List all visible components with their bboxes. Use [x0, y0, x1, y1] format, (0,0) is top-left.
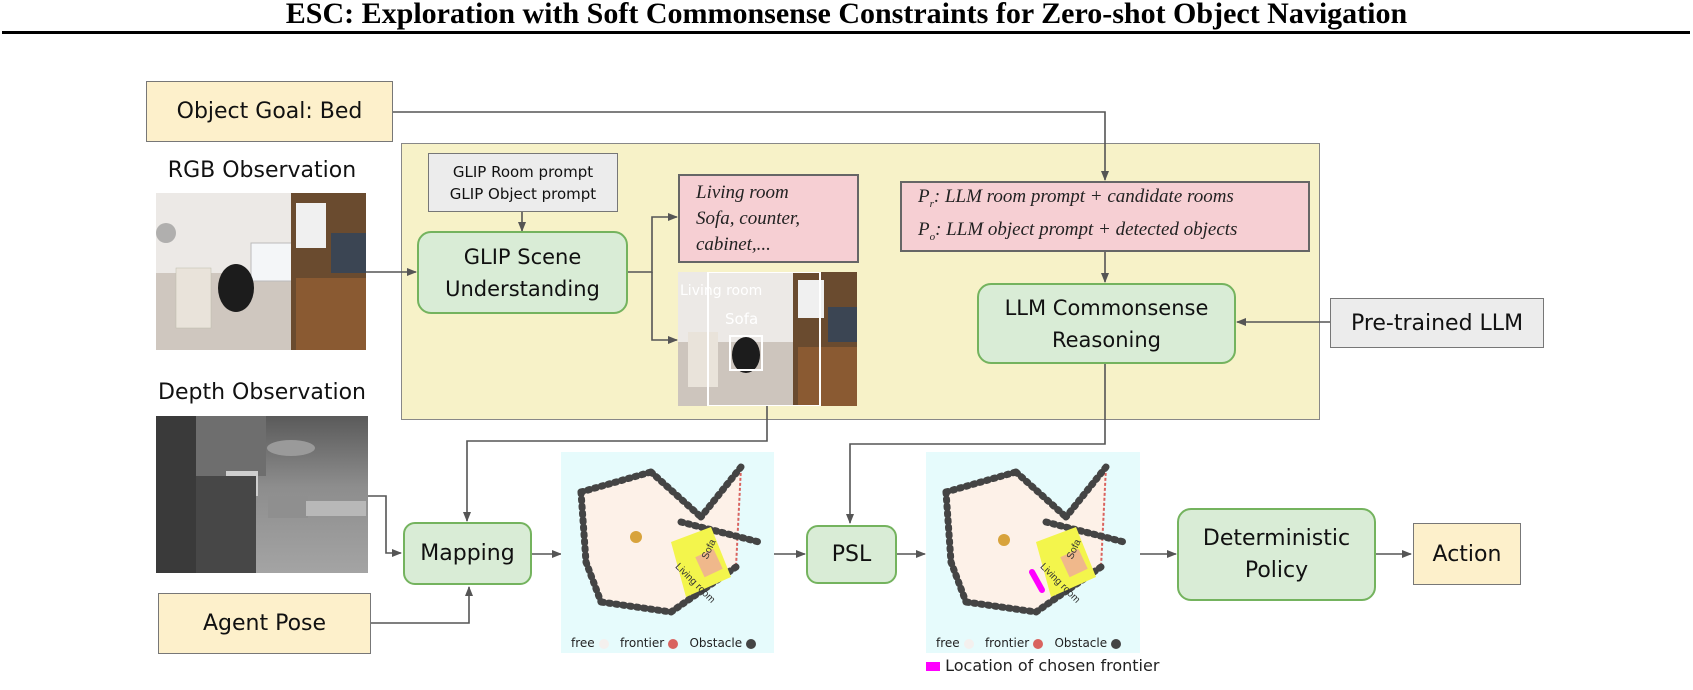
glip-scene-understanding-box: GLIP Scene Understanding: [417, 231, 628, 314]
arrow-glip-to-detections: [628, 213, 678, 273]
semantic-map-image: Sofa Living room free frontier Obstacle: [561, 452, 774, 653]
legend-obstacle-label: Obstacle: [689, 636, 743, 650]
agent-pose-label: Agent Pose: [202, 611, 327, 636]
object-goal-box: Object Goal: Bed: [146, 81, 393, 142]
pretrained-llm-label: Pre-trained LLM: [1350, 310, 1524, 336]
overlay-object-label: Sofa: [725, 310, 759, 328]
object-goal-label: Object Goal: Bed: [176, 99, 363, 124]
policy-line2: Policy: [1244, 557, 1309, 583]
chosen-frontier-swatch: [926, 662, 940, 671]
overlay-room-label: Living room: [680, 283, 763, 299]
frontier-swatch: [667, 638, 678, 649]
arrow-depth-to-mapping: [368, 495, 402, 557]
glip-detection-image: Living room Sofa: [678, 272, 857, 406]
map-legend: free frontier Obstacle: [571, 636, 756, 650]
glip-object-prompt: GLIP Object prompt: [449, 184, 597, 203]
arrow-glip-to-overlay: [651, 272, 678, 344]
llm-object-prompt: Po: LLM object prompt + detected objects: [918, 218, 1238, 243]
arrow-reasoning-to-psl: [846, 364, 1106, 524]
map-legend: free frontier Obstacle: [936, 636, 1121, 650]
deterministic-policy-box: Deterministic Policy: [1177, 508, 1376, 601]
policy-line1: Deterministic: [1202, 525, 1351, 551]
legend-frontier-label: frontier: [984, 636, 1030, 650]
llm-reasoning-line2: Reasoning: [1051, 327, 1161, 352]
agent-pose-box: Agent Pose: [158, 593, 371, 654]
detected-room: Living room: [696, 181, 789, 203]
rgb-observation-image: [156, 193, 366, 350]
glip-detections-box: Living room Sofa, counter, cabinet,...: [678, 174, 859, 263]
detected-objects-line2: cabinet,...: [696, 233, 771, 255]
legend-free-label: free: [936, 636, 960, 650]
arrow-overlay-to-mapping: [463, 406, 768, 522]
legend-frontier-label: frontier: [619, 636, 665, 650]
obstacle-swatch: [745, 638, 756, 649]
title-rule: [2, 31, 1690, 34]
depth-observation-image: [156, 416, 368, 573]
llm-prompt-box: Pr: LLM room prompt + candidate rooms Po…: [900, 181, 1310, 252]
llm-reasoning-box: LLM Commonsense Reasoning: [977, 283, 1236, 364]
llm-reasoning-line1: LLM Commonsense: [1004, 295, 1209, 320]
frontier-swatch: [1032, 638, 1043, 649]
llm-room-prompt: Pr: LLM room prompt + candidate rooms: [918, 185, 1234, 210]
arrow-pose-to-mapping: [371, 586, 473, 624]
detected-objects-line1: Sofa, counter,: [696, 207, 800, 229]
mapping-label: Mapping: [420, 541, 515, 566]
chosen-frontier-label: Location of chosen frontier: [945, 656, 1160, 675]
free-swatch: [963, 638, 974, 649]
action-label: Action: [1432, 541, 1502, 567]
scored-map-image: Sofa Living room free frontier Obstacle: [926, 452, 1140, 653]
glip-room-prompt: GLIP Room prompt: [452, 162, 594, 181]
obstacle-swatch: [1110, 638, 1121, 649]
legend-free-label: free: [571, 636, 595, 650]
psl-label: PSL: [831, 542, 872, 567]
action-box: Action: [1413, 523, 1521, 585]
rgb-observation-label: RGB Observation: [167, 158, 357, 183]
psl-box: PSL: [806, 525, 897, 584]
free-swatch: [598, 638, 609, 649]
mapping-box: Mapping: [403, 522, 532, 585]
glip-scene-line1: GLIP Scene: [463, 244, 582, 269]
depth-observation-label: Depth Observation: [158, 380, 366, 405]
glip-scene-line2: Understanding: [445, 276, 600, 301]
legend-obstacle-label: Obstacle: [1054, 636, 1108, 650]
figure-title: ESC: Exploration with Soft Commonsense C…: [285, 0, 1408, 30]
glip-prompt-box: GLIP Room prompt GLIP Object prompt: [428, 153, 618, 212]
arrow-goal-to-prompt: [392, 111, 1109, 181]
chosen-frontier-legend: Location of chosen frontier: [926, 656, 1159, 675]
pretrained-llm-box: Pre-trained LLM: [1330, 298, 1544, 348]
